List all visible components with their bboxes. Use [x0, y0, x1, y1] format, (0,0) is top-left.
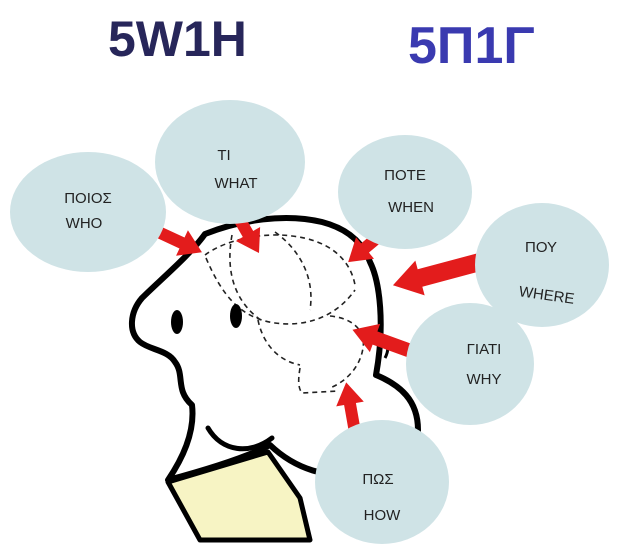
arrow-where	[392, 248, 500, 296]
arrow-why	[352, 323, 425, 362]
label-greek-why: ΓΙΑΤΙ	[467, 341, 502, 358]
bubble-where	[475, 203, 609, 327]
right-eye	[230, 304, 242, 328]
label-english-what: WHAT	[214, 175, 257, 192]
bubble-who	[10, 152, 166, 272]
bubble-how	[315, 420, 449, 544]
title-5w1h: 5W1H	[108, 11, 247, 67]
shirt-collar	[165, 449, 313, 543]
label-greek-who: ΠΟΙΟΣ	[64, 190, 112, 207]
arrows	[155, 208, 500, 431]
left-eye	[171, 310, 183, 334]
brain-sections	[204, 231, 365, 394]
arrow-how	[336, 382, 364, 431]
label-greek-what: ΤΙ	[217, 147, 230, 164]
label-greek-when: ΠΟΤΕ	[384, 167, 426, 184]
label-greek-how: ΠΩΣ	[362, 471, 393, 488]
label-english-why: WHY	[467, 371, 502, 388]
label-greek-where: ΠΟΥ	[525, 239, 557, 256]
bubble-when	[338, 135, 472, 249]
mouth	[205, 425, 275, 452]
label-english-who: WHO	[66, 215, 103, 232]
bubbles	[10, 100, 609, 544]
bubble-what	[155, 100, 305, 224]
bubble-why	[406, 303, 534, 425]
title-5p1g: 5Π1Γ	[408, 17, 535, 75]
label-english-when: WHEN	[388, 199, 434, 216]
label-english-how: HOW	[364, 507, 402, 524]
arrow-who	[155, 226, 202, 256]
